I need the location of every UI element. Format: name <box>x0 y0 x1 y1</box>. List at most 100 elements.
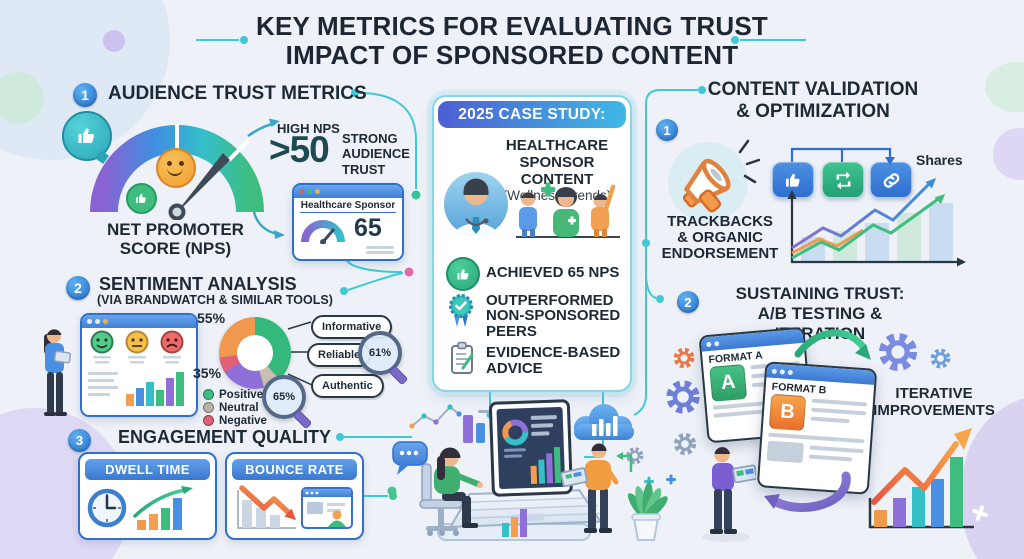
background-blob <box>0 72 44 124</box>
mini-gauge-icon <box>301 220 345 244</box>
case-study-panel: 2025 CASE STUDY: HEALTHCARE SPONSOR CONT… <box>432 95 632 392</box>
content-validation-heading: CONTENT VALIDATION & OPTIMIZATION <box>702 79 924 123</box>
subject-line2: SPONSOR CONTENT <box>519 154 595 188</box>
sentiment-dashboard-window <box>80 313 198 417</box>
thumbs-up-icon <box>126 183 157 214</box>
dwell-time-card: DWELL TIME <box>78 452 217 540</box>
thumbs-up-icon <box>446 257 480 291</box>
callout-value: 65% <box>272 391 296 403</box>
analytics-team-illustration <box>387 399 676 541</box>
shares-trend-chart <box>787 147 966 267</box>
bounce-rate-header: BOUNCE RATE <box>232 459 357 480</box>
text-line <box>366 246 394 249</box>
engagement-badge: 3 <box>68 429 91 452</box>
window-dot-icon <box>299 189 304 194</box>
sentiment-legend: Positive Neutral Negative <box>203 389 267 428</box>
legend-label: Positive <box>219 388 264 401</box>
trackbacks-line: TRACKBACKS <box>667 213 773 230</box>
sentiment-donut-chart <box>219 317 291 389</box>
sentiment-badge: 2 <box>66 276 90 300</box>
dwell-time-chart <box>87 486 193 530</box>
ab-swap-arrow-icon <box>794 329 871 360</box>
bounce-rate-chart <box>237 485 353 529</box>
image-placeholder <box>766 440 804 464</box>
legend-label: Negative <box>219 414 267 427</box>
trackbacks-label: TRACKBACKS & ORGANIC ENDORSEMENT <box>652 213 788 263</box>
callout-value: 61% <box>368 347 392 359</box>
engagement-heading: ENGAGEMENT QUALITY <box>118 427 332 447</box>
legend-label: Neutral <box>219 401 259 414</box>
window-dot-icon <box>103 319 108 324</box>
dwell-time-header: DWELL TIME <box>85 459 210 480</box>
st-heading-line1: SUSTAINING TRUST: <box>735 284 905 303</box>
sponsor-card-title: Healthcare Sponsor <box>300 200 396 213</box>
seated-analyst-illustration <box>419 447 483 536</box>
case-study-header: 2025 CASE STUDY: <box>438 101 626 128</box>
legend-item: Neutral <box>203 401 267 414</box>
page-title-line1: KEY METRICS FOR EVALUATING TRUST <box>256 11 768 41</box>
sponsor-score-card: Healthcare Sponsor 65 <box>292 183 404 261</box>
repost-icon <box>822 162 864 198</box>
format-b-tile: B <box>768 393 807 432</box>
analyst-person-illustration <box>44 329 72 416</box>
cv-heading-line2: & OPTIMIZATION <box>736 101 890 122</box>
browser-titlebar <box>294 185 402 198</box>
speech-bubble-icon <box>392 441 428 475</box>
ribbon-check-icon <box>449 294 473 327</box>
window-dot-icon <box>714 340 720 346</box>
window-dot-icon <box>95 319 100 324</box>
donut-label-top: 55% <box>197 310 226 326</box>
window-dot-icon <box>307 189 312 194</box>
cloud-analytics-icon <box>574 404 634 440</box>
legend-item: Negative <box>203 414 267 427</box>
reviewer-person-illustration <box>702 447 756 542</box>
case-bullet-2: OUTPERFORMED NON-SPONSORED PEERS <box>486 292 621 340</box>
window-dot-icon <box>315 189 320 194</box>
link-icon <box>870 162 912 198</box>
trust-note-line: STRONG <box>342 131 398 146</box>
legend-swatch-positive <box>203 389 214 400</box>
legend-swatch-negative <box>203 415 214 426</box>
background-blob <box>103 30 125 52</box>
iteration-loop-arrow-icon <box>764 471 851 513</box>
magnifier-61-icon: 61% <box>358 331 402 375</box>
high-nps-label: HIGH NPS <box>277 121 340 136</box>
trust-note: STRONG AUDIENCE TRUST <box>342 131 422 177</box>
standing-analyst-illustration <box>560 443 619 533</box>
sentiment-heading: SENTIMENT ANALYSIS <box>99 274 297 294</box>
sustaining-trust-badge: 2 <box>677 291 699 313</box>
doctor-and-people-illustration <box>444 172 620 238</box>
text-line <box>366 251 394 254</box>
audience-trust-heading: AUDIENCE TRUST METRICS <box>108 83 367 104</box>
trust-note-line: AUDIENCE <box>342 146 410 162</box>
tag-authentic: Authentic <box>311 374 384 398</box>
nps-caption: NET PROMOTER SCORE (NPS) <box>107 220 244 258</box>
page-title-line2: IMPACT OF SPONSORED CONTENT <box>285 39 739 70</box>
laptop-dashboard-icon <box>448 399 603 528</box>
clipboard-icon <box>451 341 474 374</box>
nps-gauge-icon <box>90 125 264 220</box>
page-title: KEY METRICS FOR EVALUATING TRUST IMPACT … <box>252 12 772 69</box>
legend-swatch-neutral <box>203 402 214 413</box>
shares-label: Shares <box>916 152 963 168</box>
thumbs-up-bubble-icon <box>62 111 112 161</box>
window-dot-icon <box>87 319 92 324</box>
window-dot-icon <box>779 368 786 375</box>
case-bullet-1: ACHIEVED 65 NPS <box>486 264 620 281</box>
subject-line1: HEALTHCARE <box>505 137 609 154</box>
plant-icon <box>627 482 668 541</box>
trackbacks-line: & ORGANIC <box>677 229 763 247</box>
format-a-tile: A <box>709 363 748 402</box>
growth-bars-chart <box>868 428 974 529</box>
trust-note-line: TRUST <box>342 161 386 177</box>
window-dot-icon <box>706 341 712 347</box>
window-dot-icon <box>771 368 778 374</box>
case-bullet-3: EVIDENCE-BASED ADVICE <box>486 344 621 377</box>
audience-trust-badge: 1 <box>73 83 97 107</box>
magnifier-65-icon: 65% <box>262 375 306 419</box>
donut-label-bottom: 35% <box>193 365 222 381</box>
browser-titlebar <box>82 315 196 328</box>
gear-icon <box>671 345 697 371</box>
sponsor-nps-score: 65 <box>354 213 382 242</box>
